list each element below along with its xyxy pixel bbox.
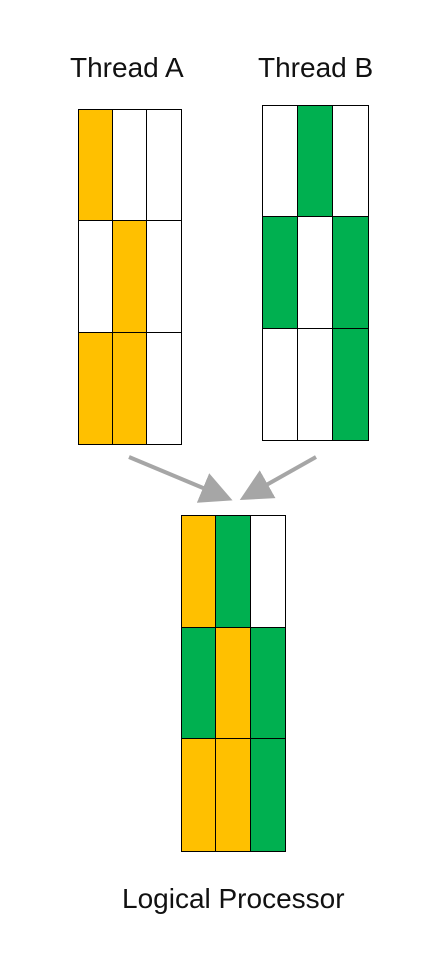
slot-cell <box>263 106 298 218</box>
slot-cell <box>263 328 298 440</box>
slot-cell <box>147 332 181 444</box>
slot-cell <box>298 328 333 440</box>
slot-cell <box>333 217 368 329</box>
slot-cell <box>113 332 147 444</box>
slot-cell <box>182 739 217 851</box>
slot-cell <box>263 217 298 329</box>
thread-a-label: Thread A <box>70 52 184 83</box>
slot-cell <box>216 739 251 851</box>
logical-processor-grid <box>181 515 286 852</box>
slot-cell <box>333 106 368 218</box>
slot-cell <box>298 217 333 329</box>
slot-cell <box>79 110 113 222</box>
slot-cell <box>182 627 217 740</box>
thread-a-grid <box>78 109 182 445</box>
slot-cell <box>147 110 181 222</box>
slot-cell <box>333 328 368 440</box>
slot-cell <box>250 627 285 740</box>
slot-cell <box>216 516 251 628</box>
slot-cell <box>216 627 251 740</box>
arrow-from-thread-b <box>239 455 317 500</box>
thread-b-label: Thread B <box>258 52 374 83</box>
slot-cell <box>250 516 285 628</box>
slot-cell <box>298 106 333 218</box>
arrow-from-thread-a <box>128 455 233 503</box>
slot-cell <box>182 516 217 628</box>
slot-cell <box>79 332 113 444</box>
slot-cell <box>250 739 285 851</box>
slot-cell <box>79 221 113 333</box>
logical-processor-label: Logical Processor <box>122 883 345 914</box>
slot-cell <box>113 110 147 222</box>
slot-cell <box>113 221 147 333</box>
slot-cell <box>147 221 181 333</box>
thread-b-grid <box>262 105 369 441</box>
